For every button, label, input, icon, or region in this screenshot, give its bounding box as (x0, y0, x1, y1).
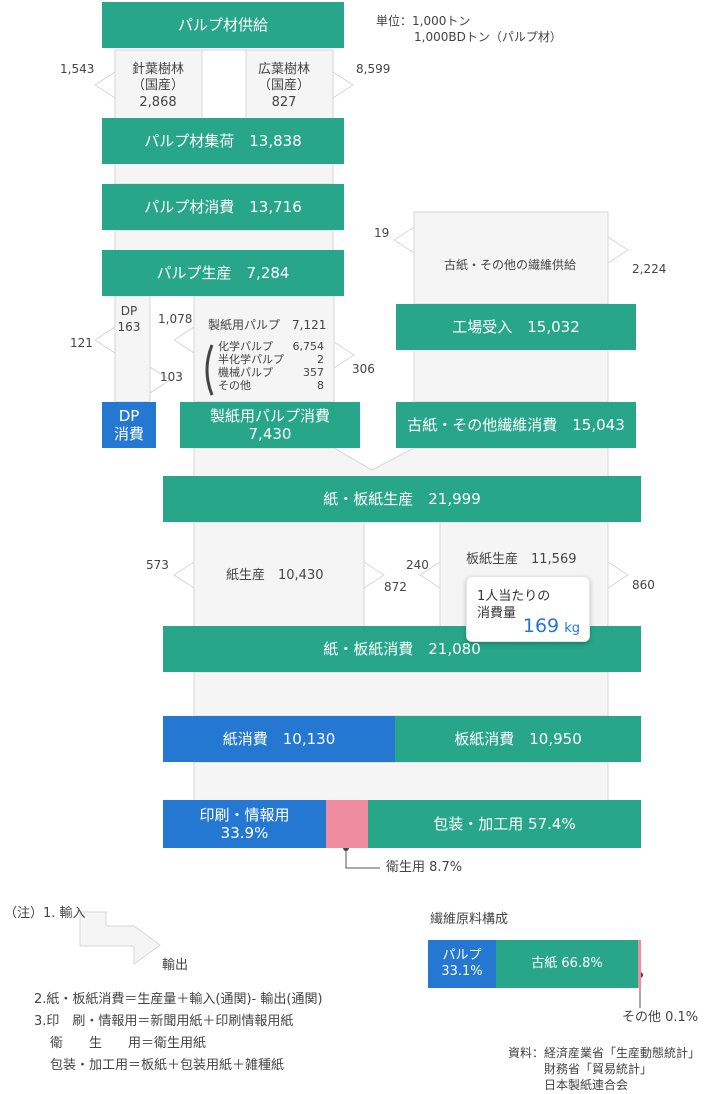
box-factory-receipt: 工場受入 15,032 (396, 304, 636, 350)
pulp-breakdown-bracket (205, 344, 214, 396)
label-pulp-export: 306 (352, 362, 375, 376)
value-chem-pulp: 6,754 (292, 340, 325, 353)
box-printing-info: 印刷・情報用 33.9% (163, 800, 326, 848)
label-import-softwood: 1,543 (60, 62, 95, 76)
label-hardwood-3: 827 (271, 95, 297, 110)
box-pulp-wood-consumption: パルプ材消費 13,716 (102, 184, 344, 230)
label-wastepaper-supply: 古紙・その他の繊維供給 (444, 258, 577, 272)
fiber-pulp-line-1: パルプ (442, 948, 482, 964)
fiber-other-segment (638, 940, 641, 988)
printing-line-2: 33.9% (220, 824, 269, 842)
label-wp-export: 2,224 (632, 262, 667, 276)
label-hardwood-2: （国産） (257, 78, 310, 93)
papermaking-box-line-2: 7,430 (248, 425, 292, 443)
label-sanitary: 衛生用 8.7% (386, 860, 463, 875)
box-board-consumption: 板紙消費 10,950 (395, 716, 641, 762)
label-softwood-1: 針葉樹林 (131, 62, 184, 77)
label-dp-export: 103 (160, 370, 183, 384)
callout-line-2: 消費量 (477, 606, 517, 621)
source-line-3: 日本製紙連合会 (544, 1078, 629, 1092)
dp-box-line-2: 消費 (113, 425, 144, 443)
label-softwood-3: 2,868 (139, 95, 177, 110)
note-3c: 包装・加工用＝板紙＋包装用紙＋雑種紙 (50, 1058, 285, 1073)
box-dp-consumption: DP 消費 (102, 402, 156, 448)
box-papermaking-pulp-consumption: 製紙用パルプ消費 7,430 (180, 402, 360, 448)
box-paper-consumption: 紙消費 10,130 (163, 716, 395, 762)
legend-arrow-shape (79, 911, 161, 965)
band-wastepaper-supply (413, 211, 609, 305)
source-line-2: 財務省「貿易統計」 (544, 1062, 653, 1076)
fiber-other-label: その他 0.1% (622, 1010, 699, 1025)
box-sanitary (326, 800, 368, 848)
band-dp (114, 295, 151, 403)
callout-unit: kg (564, 621, 580, 636)
label-paper-production: 紙生産 10,430 (226, 568, 324, 583)
label-board-import: 240 (406, 558, 429, 572)
box-paper-board-production: 紙・板紙生産 21,999 (163, 476, 641, 522)
printing-line-1: 印刷・情報用 (199, 806, 290, 824)
fiber-wastepaper-segment: 古紙 66.8% (496, 940, 638, 988)
label-dp-value: 163 (117, 320, 141, 334)
box-pulp-wood-supply: パルプ材供給 (102, 2, 344, 48)
label-paper-export: 872 (384, 580, 407, 594)
value-other-pulp: 8 (317, 379, 324, 392)
papermaking-box-line-1: 製紙用パルプ消費 (209, 407, 330, 425)
band-converge (193, 447, 609, 479)
box-packaging: 包装・加工用 57.4% (368, 800, 641, 848)
dp-box-line-1: DP (118, 407, 140, 425)
label-board-export: 860 (632, 578, 655, 592)
callout-value-group: 169 kg (523, 615, 580, 637)
box-pulp-wood-collection: パルプ材集荷 13,838 (102, 118, 344, 164)
note-import: （注）1. 輸入 (4, 906, 86, 921)
label-pulp-import: 1,078 (158, 312, 193, 326)
label-semichem-pulp: 半化学パルプ (218, 353, 284, 366)
box-pulp-production: パルプ生産 7,284 (102, 250, 344, 296)
note-2: 2.紙・板紙消費＝生産量＋輸入(通関)- 輸出(通関) (34, 992, 323, 1007)
label-chem-pulp: 化学パルプ (218, 340, 273, 353)
band-papermaking-pulp (193, 295, 335, 403)
label-wp-import: 19 (374, 226, 390, 240)
label-board-production: 板紙生産 11,569 (466, 552, 577, 567)
source-line-1: 資料：経済産業省「生産動態統計」 (508, 1046, 701, 1060)
fiber-pulp-line-2: 33.1% (441, 964, 483, 979)
sanitary-leader-line (345, 848, 380, 869)
callout-line-1: 1人当たりの (477, 589, 551, 604)
per-capita-callout: 1人当たりの 消費量 169 kg (466, 576, 590, 642)
label-dp-import: 121 (70, 336, 93, 350)
label-mech-pulp: 機械パルプ (218, 366, 273, 379)
unit-line-2: 1,000BDトン（パルプ材） (414, 30, 562, 44)
label-softwood-2: （国産） (131, 78, 184, 93)
note-3a: 3.印 刷・情報用＝新聞用紙＋印刷情報用紙 (34, 1014, 294, 1029)
label-import-hardwood: 8,599 (356, 62, 391, 76)
value-mech-pulp: 357 (303, 366, 324, 379)
label-papermaking-pulp: 製紙用パルプ 7,121 (208, 318, 327, 332)
label-dp: DP (120, 304, 138, 318)
label-other-pulp: その他 (218, 379, 251, 392)
fiber-title: 繊維原料構成 (430, 912, 509, 927)
value-semichem-pulp: 2 (317, 353, 324, 366)
fiber-pulp-segment: パルプ 33.1% (428, 940, 496, 988)
note-3b: 衛 生 用＝衛生用紙 (50, 1036, 207, 1051)
callout-value: 169 (522, 615, 560, 637)
unit-line-1: 単位：1,000トン (376, 14, 471, 28)
box-wastepaper-consumption: 古紙・その他繊維消費 15,043 (396, 402, 636, 448)
label-paper-import: 573 (146, 558, 169, 572)
note-export: 輸出 (162, 958, 189, 973)
label-hardwood-1: 広葉樹林 (257, 62, 310, 77)
